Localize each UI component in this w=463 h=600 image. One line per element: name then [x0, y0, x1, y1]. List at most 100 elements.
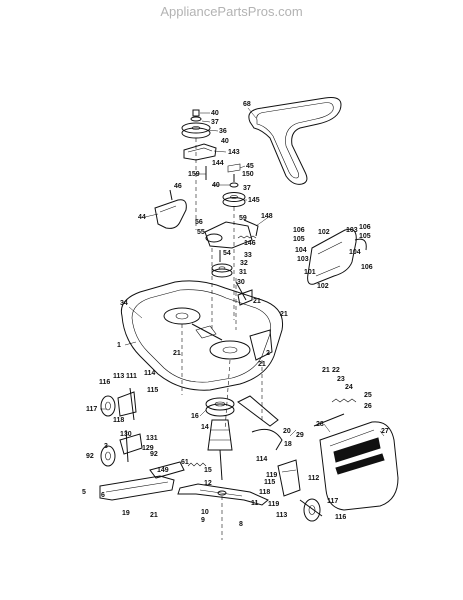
callout-label: 46 [174, 183, 182, 190]
callout-label: 113 [276, 512, 287, 519]
callout-label: 23 [337, 376, 345, 383]
front-link[interactable] [99, 461, 185, 501]
idler-arm[interactable] [204, 219, 259, 262]
deflector-shield[interactable] [307, 228, 357, 285]
callout-label: 55 [197, 229, 205, 236]
callout-label: 61 [181, 459, 189, 466]
callout-label: 18 [284, 441, 292, 448]
idler-pulley-top[interactable] [181, 109, 211, 139]
callout-label: 104 [349, 249, 361, 256]
callout-label: 30 [237, 279, 245, 286]
callout-label: 36 [219, 128, 227, 135]
callout-label: 114 [256, 456, 267, 463]
callout-label: 119 [268, 501, 279, 508]
callout-label: 115 [264, 479, 275, 486]
callout-label: 20 [283, 428, 291, 435]
front-roller[interactable] [100, 445, 116, 467]
pulley-31[interactable] [211, 263, 233, 278]
mower-blade[interactable] [177, 483, 269, 506]
callout-label: 21 [258, 361, 266, 368]
callout-label: 34 [120, 300, 128, 307]
callout-label: 102 [317, 283, 329, 290]
belt-guard[interactable] [154, 189, 187, 229]
callout-label: 105 [359, 233, 371, 240]
callout-label: 12 [204, 480, 212, 487]
callout-label: 24 [345, 384, 353, 391]
callout-label: 112 [308, 475, 319, 482]
idler-bracket[interactable] [183, 143, 217, 161]
callout-label: 21 [253, 298, 261, 305]
callout-label: 37 [211, 119, 219, 126]
callout-label: 19 [122, 510, 130, 517]
callout-label: 10 [201, 509, 209, 516]
front-bracket[interactable] [119, 429, 143, 463]
callout-label: 106 [361, 264, 373, 271]
callout-label: 145 [248, 197, 260, 204]
callout-label: 105 [293, 236, 305, 243]
callout-label: 44 [138, 214, 146, 221]
callout-label: 33 [244, 252, 252, 259]
gauge-wheel-left[interactable] [100, 387, 137, 421]
callout-label: 148 [261, 213, 273, 220]
callout-label: 1 [117, 342, 121, 349]
callout-label: 21 [322, 367, 330, 374]
callout-label: 118 [113, 417, 124, 424]
callout-label: 25 [364, 392, 372, 399]
idler-pulley-145[interactable] [222, 163, 246, 207]
callout-label: 15 [204, 467, 212, 474]
spring-146[interactable] [237, 235, 257, 239]
callout-label: 118 [259, 489, 270, 496]
callout-label: 9 [201, 517, 205, 524]
callout-label: 149 [157, 467, 169, 474]
callout-label: 40 [212, 182, 220, 189]
callout-label: 6 [101, 492, 105, 499]
gauge-wheel-right[interactable] [299, 498, 323, 522]
callout-label: 21 [280, 311, 288, 318]
blade-spindle[interactable] [205, 397, 235, 481]
callout-label: 129 [142, 445, 154, 452]
callout-labels: 68 40 37 36 40 143 144 159 45 150 40 37 … [82, 101, 389, 528]
callout-label: 159 [188, 171, 200, 178]
callout-label: 146 [244, 240, 256, 247]
callout-label: 31 [239, 269, 247, 276]
callout-label: 103 [297, 256, 309, 263]
callout-label: 116 [335, 514, 346, 521]
deck-hanger-right[interactable] [237, 395, 301, 497]
callout-label: 103 [346, 227, 358, 234]
callout-label: 22 [332, 367, 340, 374]
callout-label: 113 [113, 373, 124, 380]
callout-label: 54 [223, 250, 231, 257]
callout-label: 3 [104, 443, 108, 450]
callout-label: 130 [120, 431, 132, 438]
callout-label: 14 [201, 424, 209, 431]
spring-61[interactable] [187, 462, 207, 467]
drive-belt[interactable] [248, 97, 342, 185]
callout-label: 16 [191, 413, 199, 420]
callout-label: 37 [243, 185, 251, 192]
callout-label: 111 [126, 373, 137, 380]
callout-label: 26 [364, 403, 372, 410]
callout-label: 144 [212, 160, 224, 167]
callout-label: 117 [86, 406, 97, 413]
callout-label: 102 [318, 229, 330, 236]
chute-spring[interactable] [313, 398, 357, 427]
callout-label: 28 [316, 421, 324, 428]
callout-label: 21 [150, 512, 158, 519]
callout-label: 32 [240, 260, 248, 267]
callout-label: 131 [146, 435, 158, 442]
mower-deck[interactable] [120, 280, 284, 391]
callout-label: 117 [327, 498, 338, 505]
watermark: AppliancePartsPros.com [160, 4, 303, 19]
callout-label: 106 [293, 227, 305, 234]
callout-label: 21 [173, 350, 181, 357]
callout-label: 92 [86, 453, 94, 460]
callout-label: 40 [221, 138, 229, 145]
callout-label: 101 [304, 269, 316, 276]
callout-label: 29 [296, 432, 304, 439]
discharge-chute[interactable] [319, 421, 399, 511]
callout-label: 115 [147, 387, 158, 394]
callout-label: 8 [239, 521, 243, 528]
callout-label: 2 [266, 350, 270, 357]
callout-label: 59 [239, 215, 247, 222]
